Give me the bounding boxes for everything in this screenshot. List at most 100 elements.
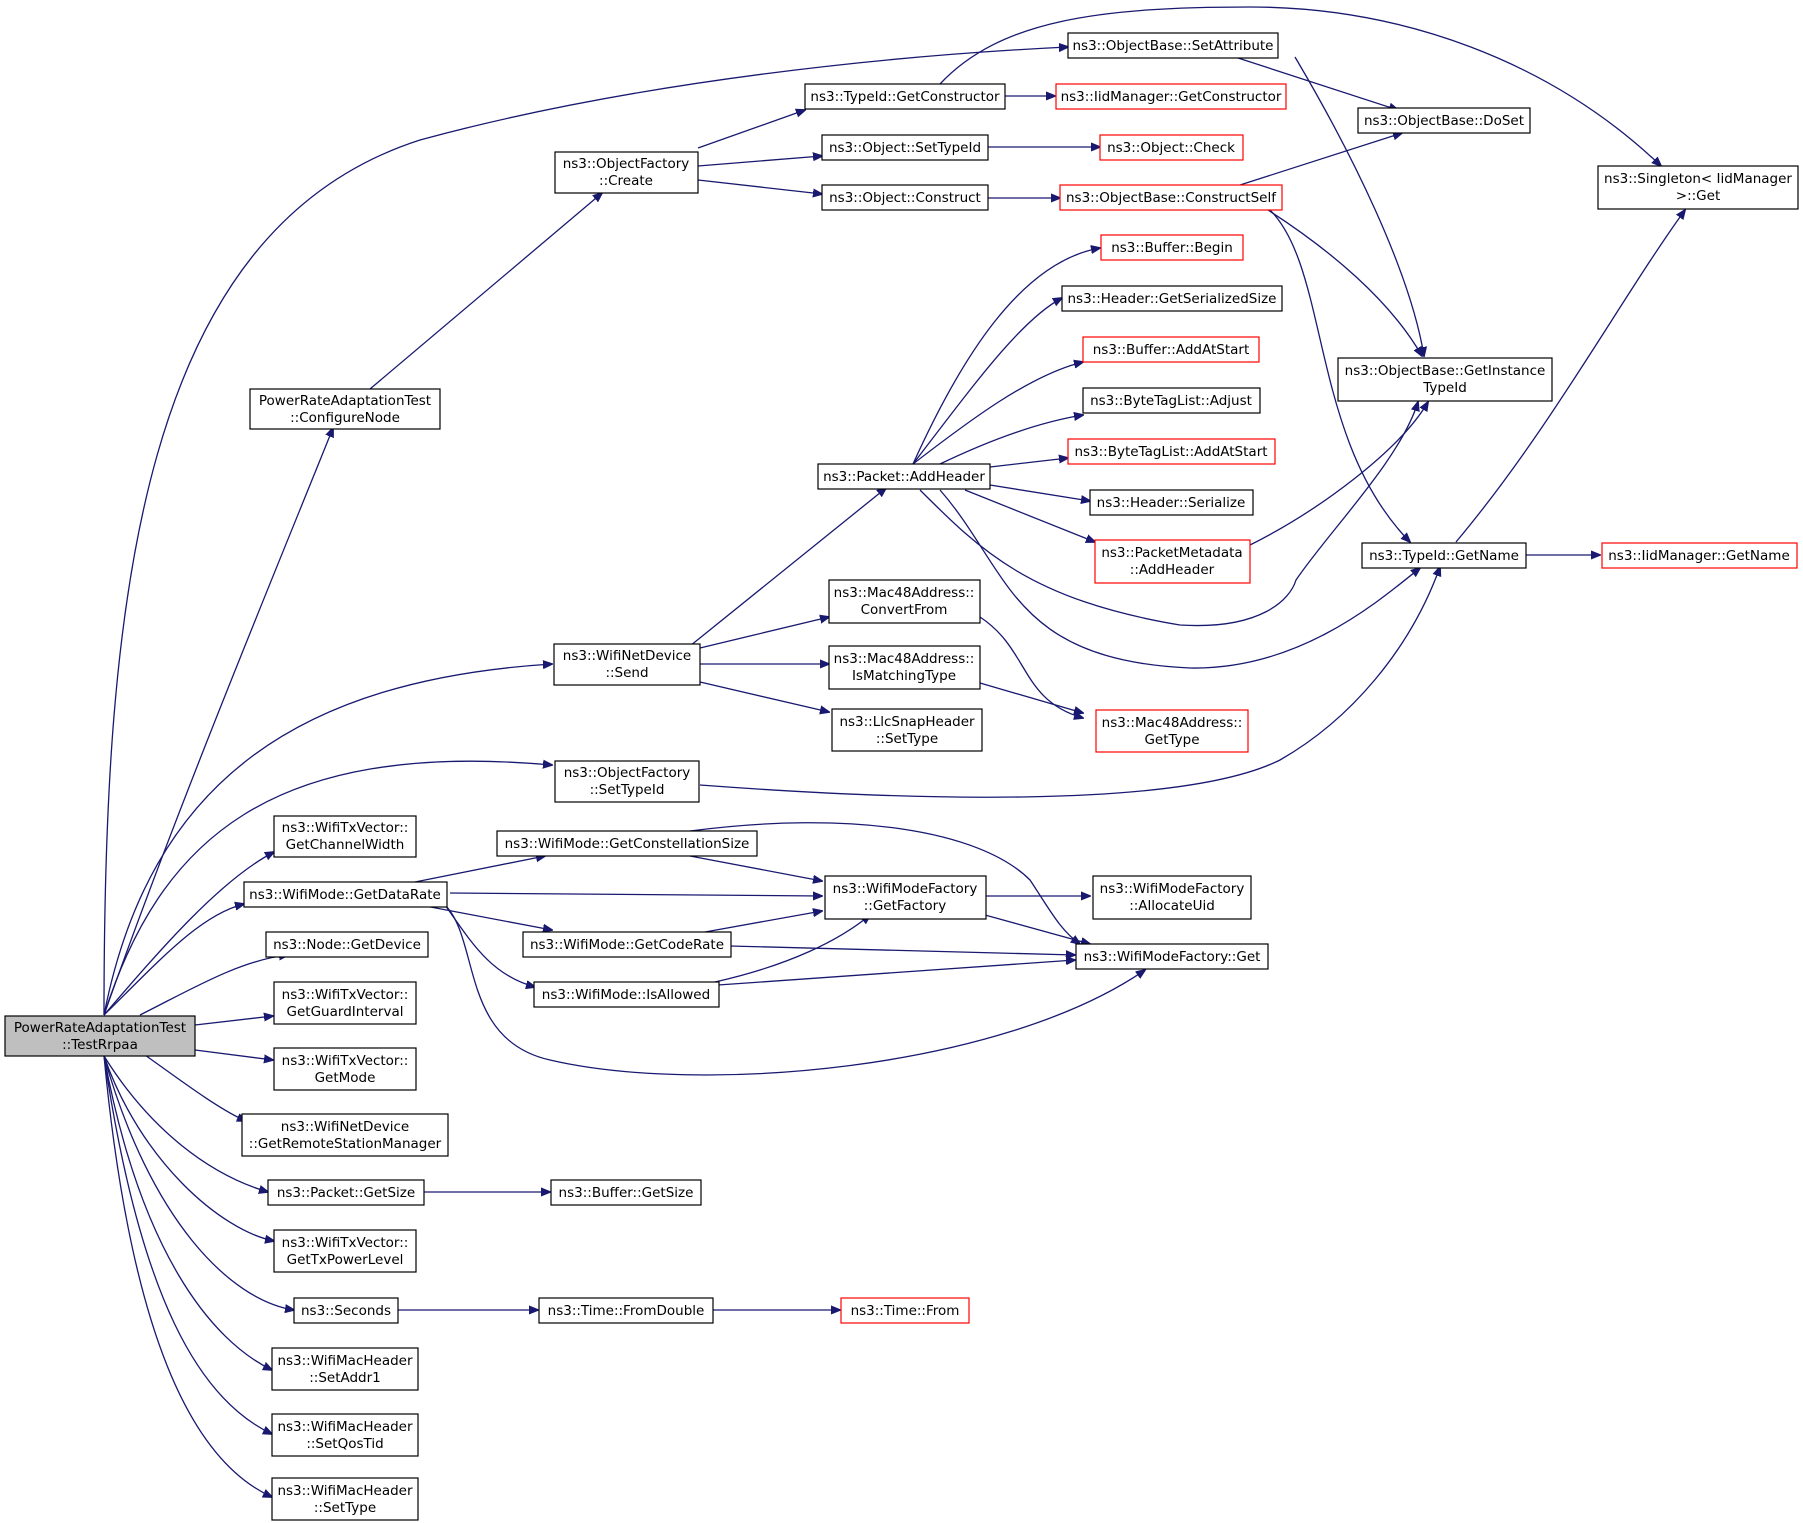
node-buffer-add-at-start[interactable]: ns3::Buffer::AddAtStart [1082, 336, 1260, 363]
edge-factory-set-typeid-to-get-name [699, 567, 1440, 798]
node-buffer-get-size[interactable]: ns3::Buffer::GetSize [550, 1179, 702, 1206]
edge-root-to-packet-get-size [103, 1055, 268, 1192]
node-object-base-construct-self[interactable]: ns3::ObjectBase::ConstructSelf [1059, 184, 1283, 211]
svg-text:PowerRateAdaptationTest: PowerRateAdaptationTest [14, 1020, 186, 1036]
node-header-get-serialized-size[interactable]: ns3::Header::GetSerializedSize [1061, 285, 1283, 312]
node-wifi-mode-get-constellation-size[interactable]: ns3::WifiMode::GetConstellationSize [496, 830, 758, 857]
svg-text:ns3::WifiMacHeader: ns3::WifiMacHeader [277, 1353, 413, 1369]
edge-data-rate-to-factory-get [444, 904, 1145, 1076]
svg-text:ConvertFrom: ConvertFrom [861, 602, 948, 618]
edge-root-to-factory-set-typeid [103, 761, 552, 1016]
edge-data-rate-to-get-factory [449, 893, 822, 896]
edge-root-to-send [103, 664, 552, 1016]
edge-root-to-remote-station-manager [144, 1054, 246, 1121]
node-typeid-get-constructor[interactable]: ns3::TypeId::GetConstructor [804, 83, 1006, 110]
node-byte-tag-list-adjust[interactable]: ns3::ByteTagList::Adjust [1082, 387, 1261, 414]
svg-text:ns3::WifiTxVector::: ns3::WifiTxVector:: [282, 1053, 409, 1069]
node-object-base-set-attribute[interactable]: ns3::ObjectBase::SetAttribute [1067, 32, 1279, 59]
node-wifi-mac-header-set-type[interactable]: ns3::WifiMacHeader ::SetType [271, 1477, 419, 1521]
node-object-base-do-set[interactable]: ns3::ObjectBase::DoSet [1357, 107, 1531, 134]
edge-root-to-set-attribute [103, 47, 1068, 1016]
node-object-factory-create[interactable]: ns3::ObjectFactory ::Create [554, 151, 699, 194]
svg-text:::Create: ::Create [599, 173, 653, 189]
node-wifi-net-device-send[interactable]: ns3::WifiNetDevice ::Send [553, 643, 701, 686]
svg-text:GetTxPowerLevel: GetTxPowerLevel [287, 1252, 404, 1268]
svg-text:GetGuardInterval: GetGuardInterval [287, 1004, 404, 1020]
edge-add-header-to-get-name [939, 489, 1420, 669]
edge-root-to-node-get-device [139, 955, 288, 1016]
node-wifi-tx-vector-get-tx-power-level[interactable]: ns3::WifiTxVector:: GetTxPowerLevel [273, 1229, 417, 1273]
svg-text:>::Get: >::Get [1676, 188, 1720, 204]
node-packet-add-header[interactable]: ns3::Packet::AddHeader [817, 463, 991, 490]
svg-text:ns3::WifiTxVector::: ns3::WifiTxVector:: [282, 987, 409, 1003]
node-object-factory-set-type-id[interactable]: ns3::ObjectFactory ::SetTypeId [554, 760, 700, 803]
edge-construct-self-to-get-instance-typeid [1267, 209, 1422, 356]
node-node-get-device[interactable]: ns3::Node::GetDevice [265, 931, 429, 958]
node-configure-node[interactable]: PowerRateAdaptationTest ::ConfigureNode [249, 388, 441, 430]
node-mac48-get-type[interactable]: ns3::Mac48Address:: GetType [1095, 709, 1249, 753]
node-buffer-begin[interactable]: ns3::Buffer::Begin [1100, 234, 1244, 261]
node-mac48-convert-from[interactable]: ns3::Mac48Address:: ConvertFrom [828, 579, 981, 624]
node-packet-metadata-add-header[interactable]: ns3::PacketMetadata ::AddHeader [1094, 539, 1251, 584]
node-root-test-rrpaa[interactable]: PowerRateAdaptationTest ::TestRrpaa [4, 1015, 196, 1057]
edge-root-to-guard-interval [194, 1016, 273, 1026]
svg-text:ns3::Object::Check: ns3::Object::Check [1107, 140, 1235, 156]
edge-create-to-object-set-typeid [697, 156, 822, 167]
svg-text:ns3::Time::FromDouble: ns3::Time::FromDouble [548, 1303, 705, 1319]
svg-text:ns3::Buffer::Begin: ns3::Buffer::Begin [1111, 240, 1233, 256]
svg-text:ns3::Packet::AddHeader: ns3::Packet::AddHeader [823, 469, 985, 485]
svg-text:ns3::ObjectBase::SetAttribute: ns3::ObjectBase::SetAttribute [1073, 38, 1274, 54]
node-object-set-type-id[interactable]: ns3::Object::SetTypeId [821, 134, 989, 161]
edge-root-to-configure-node [103, 428, 333, 1016]
svg-text:ns3::WifiTxVector::: ns3::WifiTxVector:: [282, 820, 409, 836]
svg-text:ns3::ObjectFactory: ns3::ObjectFactory [564, 765, 691, 781]
node-wifi-tx-vector-get-channel-width[interactable]: ns3::WifiTxVector:: GetChannelWidth [273, 815, 417, 858]
node-wifi-mode-factory-allocate-uid[interactable]: ns3::WifiModeFactory ::AllocateUid [1092, 875, 1252, 920]
node-mac48-is-matching-type[interactable]: ns3::Mac48Address:: IsMatchingType [828, 645, 981, 690]
svg-text:ns3::WifiNetDevice: ns3::WifiNetDevice [281, 1119, 409, 1135]
node-wifi-tx-vector-get-mode[interactable]: ns3::WifiTxVector:: GetMode [273, 1047, 417, 1091]
node-iid-manager-get-name[interactable]: ns3::IidManager::GetName [1601, 542, 1798, 569]
node-wifi-mac-header-set-qos-tid[interactable]: ns3::WifiMacHeader ::SetQosTid [271, 1413, 419, 1457]
svg-text:::SetTypeId: ::SetTypeId [590, 782, 665, 798]
node-wifi-mode-factory-get[interactable]: ns3::WifiModeFactory::Get [1075, 943, 1269, 970]
edge-code-rate-to-factory-get [729, 945, 1075, 955]
node-singleton-iidmanager-get[interactable]: ns3::Singleton< IidManager >::Get [1597, 165, 1799, 210]
edge-add-header-to-buffer-begin [912, 248, 1100, 465]
svg-text:ns3::WifiMode::GetDataRate: ns3::WifiMode::GetDataRate [249, 887, 441, 903]
node-header-serialize[interactable]: ns3::Header::Serialize [1089, 489, 1254, 516]
node-time-from-double[interactable]: ns3::Time::FromDouble [538, 1297, 714, 1324]
edge-send-to-add-header [684, 488, 886, 651]
node-object-base-get-instance-typeid[interactable]: ns3::ObjectBase::GetInstance TypeId [1337, 357, 1553, 402]
svg-text:ns3::PacketMetadata: ns3::PacketMetadata [1101, 545, 1242, 561]
node-wifi-mode-is-allowed[interactable]: ns3::WifiMode::IsAllowed [533, 981, 720, 1008]
edge-add-header-to-header-serialize [989, 484, 1090, 501]
node-wifi-net-device-get-remote-station-manager[interactable]: ns3::WifiNetDevice ::GetRemoteStationMan… [241, 1113, 449, 1157]
node-byte-tag-list-add-at-start[interactable]: ns3::ByteTagList::AddAtStart [1067, 438, 1276, 465]
node-packet-get-size[interactable]: ns3::Packet::GetSize [267, 1179, 425, 1206]
svg-text:ns3::IidManager::GetConstructo: ns3::IidManager::GetConstructor [1061, 89, 1282, 105]
svg-text:::SetType: ::SetType [314, 1500, 376, 1516]
node-object-check[interactable]: ns3::Object::Check [1099, 134, 1244, 161]
svg-text:::GetFactory: ::GetFactory [864, 898, 946, 914]
node-wifi-mode-get-data-rate[interactable]: ns3::WifiMode::GetDataRate [243, 881, 448, 908]
node-seconds[interactable]: ns3::Seconds [293, 1297, 399, 1324]
node-llc-snap-set-type[interactable]: ns3::LlcSnapHeader ::SetType [831, 708, 983, 752]
node-object-construct[interactable]: ns3::Object::Construct [821, 184, 989, 211]
edge-set-attribute-to-get-instance-typeid [1294, 56, 1424, 356]
svg-text:ns3::ByteTagList::Adjust: ns3::ByteTagList::Adjust [1090, 393, 1252, 409]
node-wifi-mode-get-code-rate[interactable]: ns3::WifiMode::GetCodeRate [522, 931, 732, 958]
node-typeid-get-name[interactable]: ns3::TypeId::GetName [1361, 542, 1527, 569]
node-time-from[interactable]: ns3::Time::From [840, 1297, 970, 1324]
edge-send-to-convert-from [699, 617, 829, 649]
edge-configure-node-to-create [369, 193, 602, 390]
node-iid-manager-get-constructor[interactable]: ns3::IidManager::GetConstructor [1055, 83, 1287, 110]
node-wifi-mode-factory-get-factory[interactable]: ns3::WifiModeFactory ::GetFactory [824, 875, 987, 920]
edge-data-rate-to-is-allowed [444, 904, 535, 987]
node-wifi-mac-header-set-addr1[interactable]: ns3::WifiMacHeader ::SetAddr1 [271, 1347, 419, 1391]
svg-text:::AddHeader: ::AddHeader [1130, 562, 1215, 578]
edge-get-name-to-singleton-get [1455, 210, 1685, 543]
svg-text:ns3::Mac48Address::: ns3::Mac48Address:: [1102, 715, 1243, 731]
node-wifi-tx-vector-get-guard-interval[interactable]: ns3::WifiTxVector:: GetGuardInterval [273, 981, 417, 1025]
svg-text:ns3::WifiMacHeader: ns3::WifiMacHeader [277, 1419, 413, 1435]
